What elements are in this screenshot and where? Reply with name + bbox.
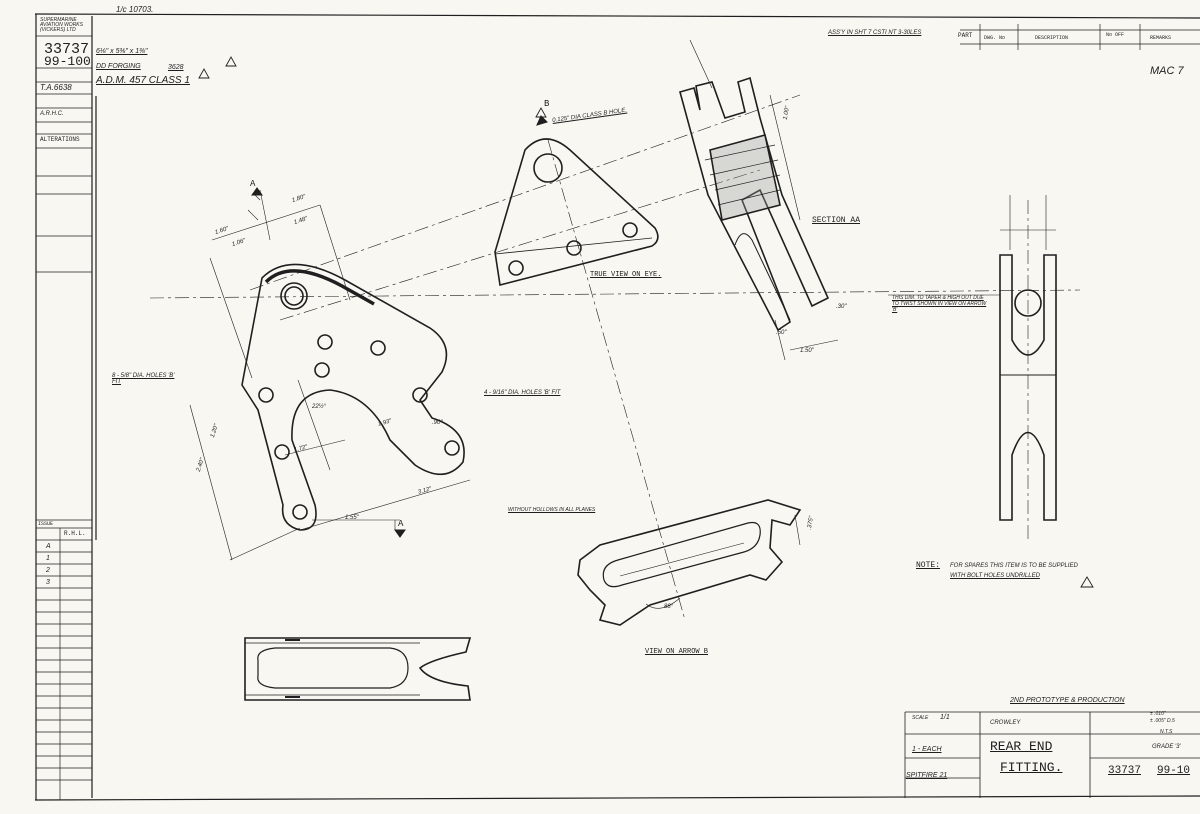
assembly-note: ASS'Y IN SHT 7 CSTI NT 3-30LES	[828, 30, 922, 36]
spec-line: A.D.M. 457 CLASS 1	[96, 75, 190, 86]
issue-col2: R.H.L.	[64, 530, 86, 537]
arrow-letter-b: B	[544, 99, 550, 109]
dim-12: .90"	[432, 420, 443, 426]
dim-13: .30"	[836, 304, 847, 310]
production-note: 2ND PROTOTYPE & PRODUCTION	[1010, 697, 1125, 704]
drawn-by: CROWLEY	[990, 720, 1021, 726]
section-markers	[251, 115, 548, 538]
title-block-lines	[904, 711, 1200, 798]
side-view-fork	[999, 254, 1057, 521]
title-line-1: REAR END	[990, 739, 1053, 754]
view-arrow-b-label: VIEW ON ARROW B	[645, 648, 709, 656]
note-label: NOTE:	[916, 561, 941, 570]
bolt-holes-left-note: 8 - 5/8" DIA. HOLES 'B' FIT	[112, 373, 175, 385]
issue-row-a: A	[46, 543, 51, 550]
scale-prefix: SCALE	[912, 715, 929, 721]
dim-14: 88°	[664, 604, 674, 610]
section-aa	[679, 76, 830, 332]
drawing-mark: MAC 7	[1150, 65, 1184, 77]
this-dim-note: THIS DIM. TO TAPER & HIGH OUT DUE TO TWI…	[892, 295, 987, 313]
title-sheet-number: 99-10	[1157, 765, 1191, 777]
dim-17: .50"	[776, 330, 787, 336]
section-aa-dimensions	[689, 39, 839, 361]
remarks-column: REMARKS	[1150, 35, 1172, 41]
supplier-note: SUPERMARINE AVIATION WORKS (VICKERS) LTD	[40, 17, 83, 33]
scale-value: 1/1	[940, 714, 950, 721]
section-letter-a: A	[250, 179, 256, 189]
quantity: 1 - EACH	[912, 746, 942, 753]
side-view-dimensions	[888, 195, 1056, 296]
revision-marks	[198, 56, 1094, 588]
note-line-2: WITH BOLT HOLES UNDRILLED	[950, 573, 1040, 579]
issue-row-1: 1	[46, 555, 50, 562]
arhc-label: A.R.H.C.	[40, 111, 64, 117]
grade: GRADE '3'	[1152, 744, 1181, 750]
view-on-arrow-b	[577, 499, 802, 626]
left-strip-grid	[36, 35, 92, 800]
true-view-label: TRUE VIEW ON EYE.	[590, 271, 662, 279]
forging-number: 3628	[168, 64, 184, 71]
material-line: 6⅛" x 5⅜" x 1⅜"	[96, 48, 148, 55]
section-letter-a-bottom: A	[398, 519, 404, 529]
tolerance-3: N.T.S	[1160, 729, 1173, 735]
title-drawing-number: 33737	[1108, 765, 1142, 777]
dwg-column: DWG. No	[984, 35, 1006, 41]
section-aa-label: SECTION AA	[812, 216, 861, 225]
plan-view-dimensions	[189, 189, 471, 561]
drawing-number-strip: 33737	[44, 41, 90, 58]
dim-5: 22½°	[312, 404, 327, 410]
true-view-eye	[494, 138, 659, 286]
dim-16: 1.50"	[800, 348, 814, 354]
arrow-b-dimensions	[645, 514, 801, 609]
sheet-ref-strip: 99-100	[44, 54, 91, 69]
part-column: PART	[958, 32, 973, 39]
aircraft: SPITFIRE 21	[906, 772, 948, 779]
corner-note: 1/c 10703.	[116, 5, 154, 14]
bolt-holes-right-note: 4 - 9/16" DIA. HOLES 'B' FIT	[484, 390, 561, 396]
stamp-code: T.A.6638	[40, 83, 72, 92]
issue-row-3: 3	[46, 579, 50, 586]
description-column: DESCRIPTION	[1035, 35, 1069, 41]
sharp-note: WITHOUT HOLLOWS IN ALL PLANES	[508, 507, 596, 513]
issue-label: ISSUE	[38, 521, 54, 527]
plan-view-fitting	[241, 263, 465, 531]
no-off-column: No OFF	[1106, 32, 1125, 38]
alterations-label: ALTERATIONS	[40, 136, 80, 143]
sheet-border	[34, 13, 1200, 801]
dim-8: 1.55"	[345, 515, 359, 521]
parts-list-header-lines	[960, 24, 1200, 50]
tolerance-2: ± .005" D.5	[1150, 718, 1175, 724]
note-line-1: FOR SPARES THIS ITEM IS TO BE SUPPLIED	[950, 563, 1078, 569]
title-line-2: FITTING.	[1000, 760, 1063, 775]
bottom-side-view	[244, 637, 472, 701]
issue-row-2: 2	[46, 567, 50, 574]
forging-line: DD FORGING	[96, 63, 141, 70]
tolerance-1: ± .010"	[1150, 711, 1166, 717]
